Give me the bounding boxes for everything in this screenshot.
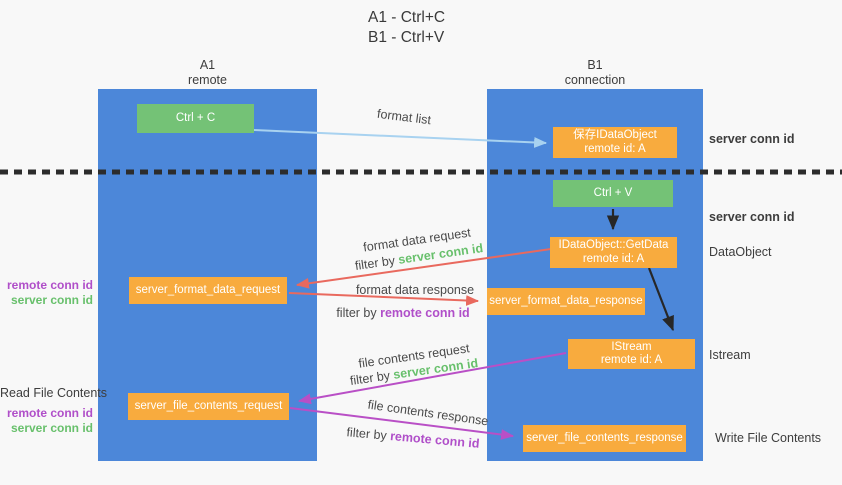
server-conn-id-annotation-top: server conn id <box>709 132 795 146</box>
server-format-data-request-node: server_format_data_request <box>129 277 287 304</box>
getdata-remote-id: remote id: A <box>582 252 645 265</box>
left-column-role: remote <box>188 73 227 87</box>
left-column-name: A1 <box>199 58 216 72</box>
dataobject-annotation: DataObject <box>709 245 772 259</box>
file-request-conn-ids: remote conn id server conn id <box>0 406 93 436</box>
istream-annotation: Istream <box>709 348 751 362</box>
istream-node: IStream remote id: A <box>568 339 695 369</box>
right-column-role: connection <box>564 73 626 87</box>
write-file-contents-annotation: Write File Contents <box>715 431 822 445</box>
istream-label: IStream <box>611 340 652 353</box>
right-column-header: B1 connection <box>487 58 703 88</box>
ctrl-c-label: Ctrl + C <box>175 111 216 124</box>
ctrl-v-node: Ctrl + V <box>553 180 673 207</box>
title-line-2: B1 - Ctrl+V <box>368 29 445 46</box>
format-list-arrow <box>253 129 548 148</box>
remote-conn-id-keyword: remote conn id <box>380 306 470 320</box>
filter-by-text: filter by <box>336 306 381 320</box>
read-file-contents-annotation: Read File Contents <box>0 386 108 401</box>
remote-conn-id-annotation: remote conn id <box>6 278 93 292</box>
server-file-contents-response-node: server_file_contents_response <box>523 425 686 452</box>
format-data-response-label: format data response <box>355 283 475 297</box>
file-contents-response-arrow <box>289 407 515 440</box>
ctrl-c-node: Ctrl + C <box>137 104 254 133</box>
getdata-to-istream-arrow <box>647 267 675 332</box>
save-idataobject-remote-id: remote id: A <box>584 142 646 155</box>
remote-conn-id-annotation: remote conn id <box>6 406 93 420</box>
format-data-request-arrow <box>295 248 552 289</box>
istream-remote-id: remote id: A <box>600 354 663 366</box>
server-conn-id-annotation: server conn id <box>10 293 93 307</box>
file-contents-request-arrow <box>297 352 567 405</box>
diagram-title: A1 - Ctrl+C B1 - Ctrl+V <box>368 8 445 48</box>
idataobject-getdata-node: IDataObject::GetData remote id: A <box>550 237 677 268</box>
server-format-data-response-node: server_format_data_response <box>487 288 645 315</box>
ctrl-v-label: Ctrl + V <box>593 186 633 199</box>
left-column-header: A1 remote <box>98 58 317 88</box>
server-file-contents-response-label: server_file_contents_response <box>526 431 683 444</box>
server-conn-id-annotation: server conn id <box>10 421 93 435</box>
getdata-label: IDataObject::GetData <box>558 239 669 251</box>
format-data-response-arrow <box>288 292 480 306</box>
save-idataobject-label: 保存IDataObject <box>573 129 657 141</box>
server-format-data-request-label: server_format_data_request <box>135 283 281 296</box>
right-column-name: B1 <box>587 58 603 72</box>
server-file-contents-request-label: server_file_contents_request <box>134 399 283 412</box>
title-line-1: A1 - Ctrl+C <box>368 9 446 26</box>
server-file-contents-request-node: server_file_contents_request <box>128 393 289 420</box>
read-file-contents-label: Read File Contents <box>0 386 108 400</box>
server-conn-id-annotation-mid: server conn id <box>709 210 795 224</box>
save-idataobject-node: 保存IDataObject remote id: A <box>553 127 677 158</box>
format-request-conn-ids: remote conn id server conn id <box>0 278 93 308</box>
server-format-data-response-label: server_format_data_response <box>489 294 643 307</box>
format-data-response-filter-label: filter by remote conn id <box>336 306 469 320</box>
